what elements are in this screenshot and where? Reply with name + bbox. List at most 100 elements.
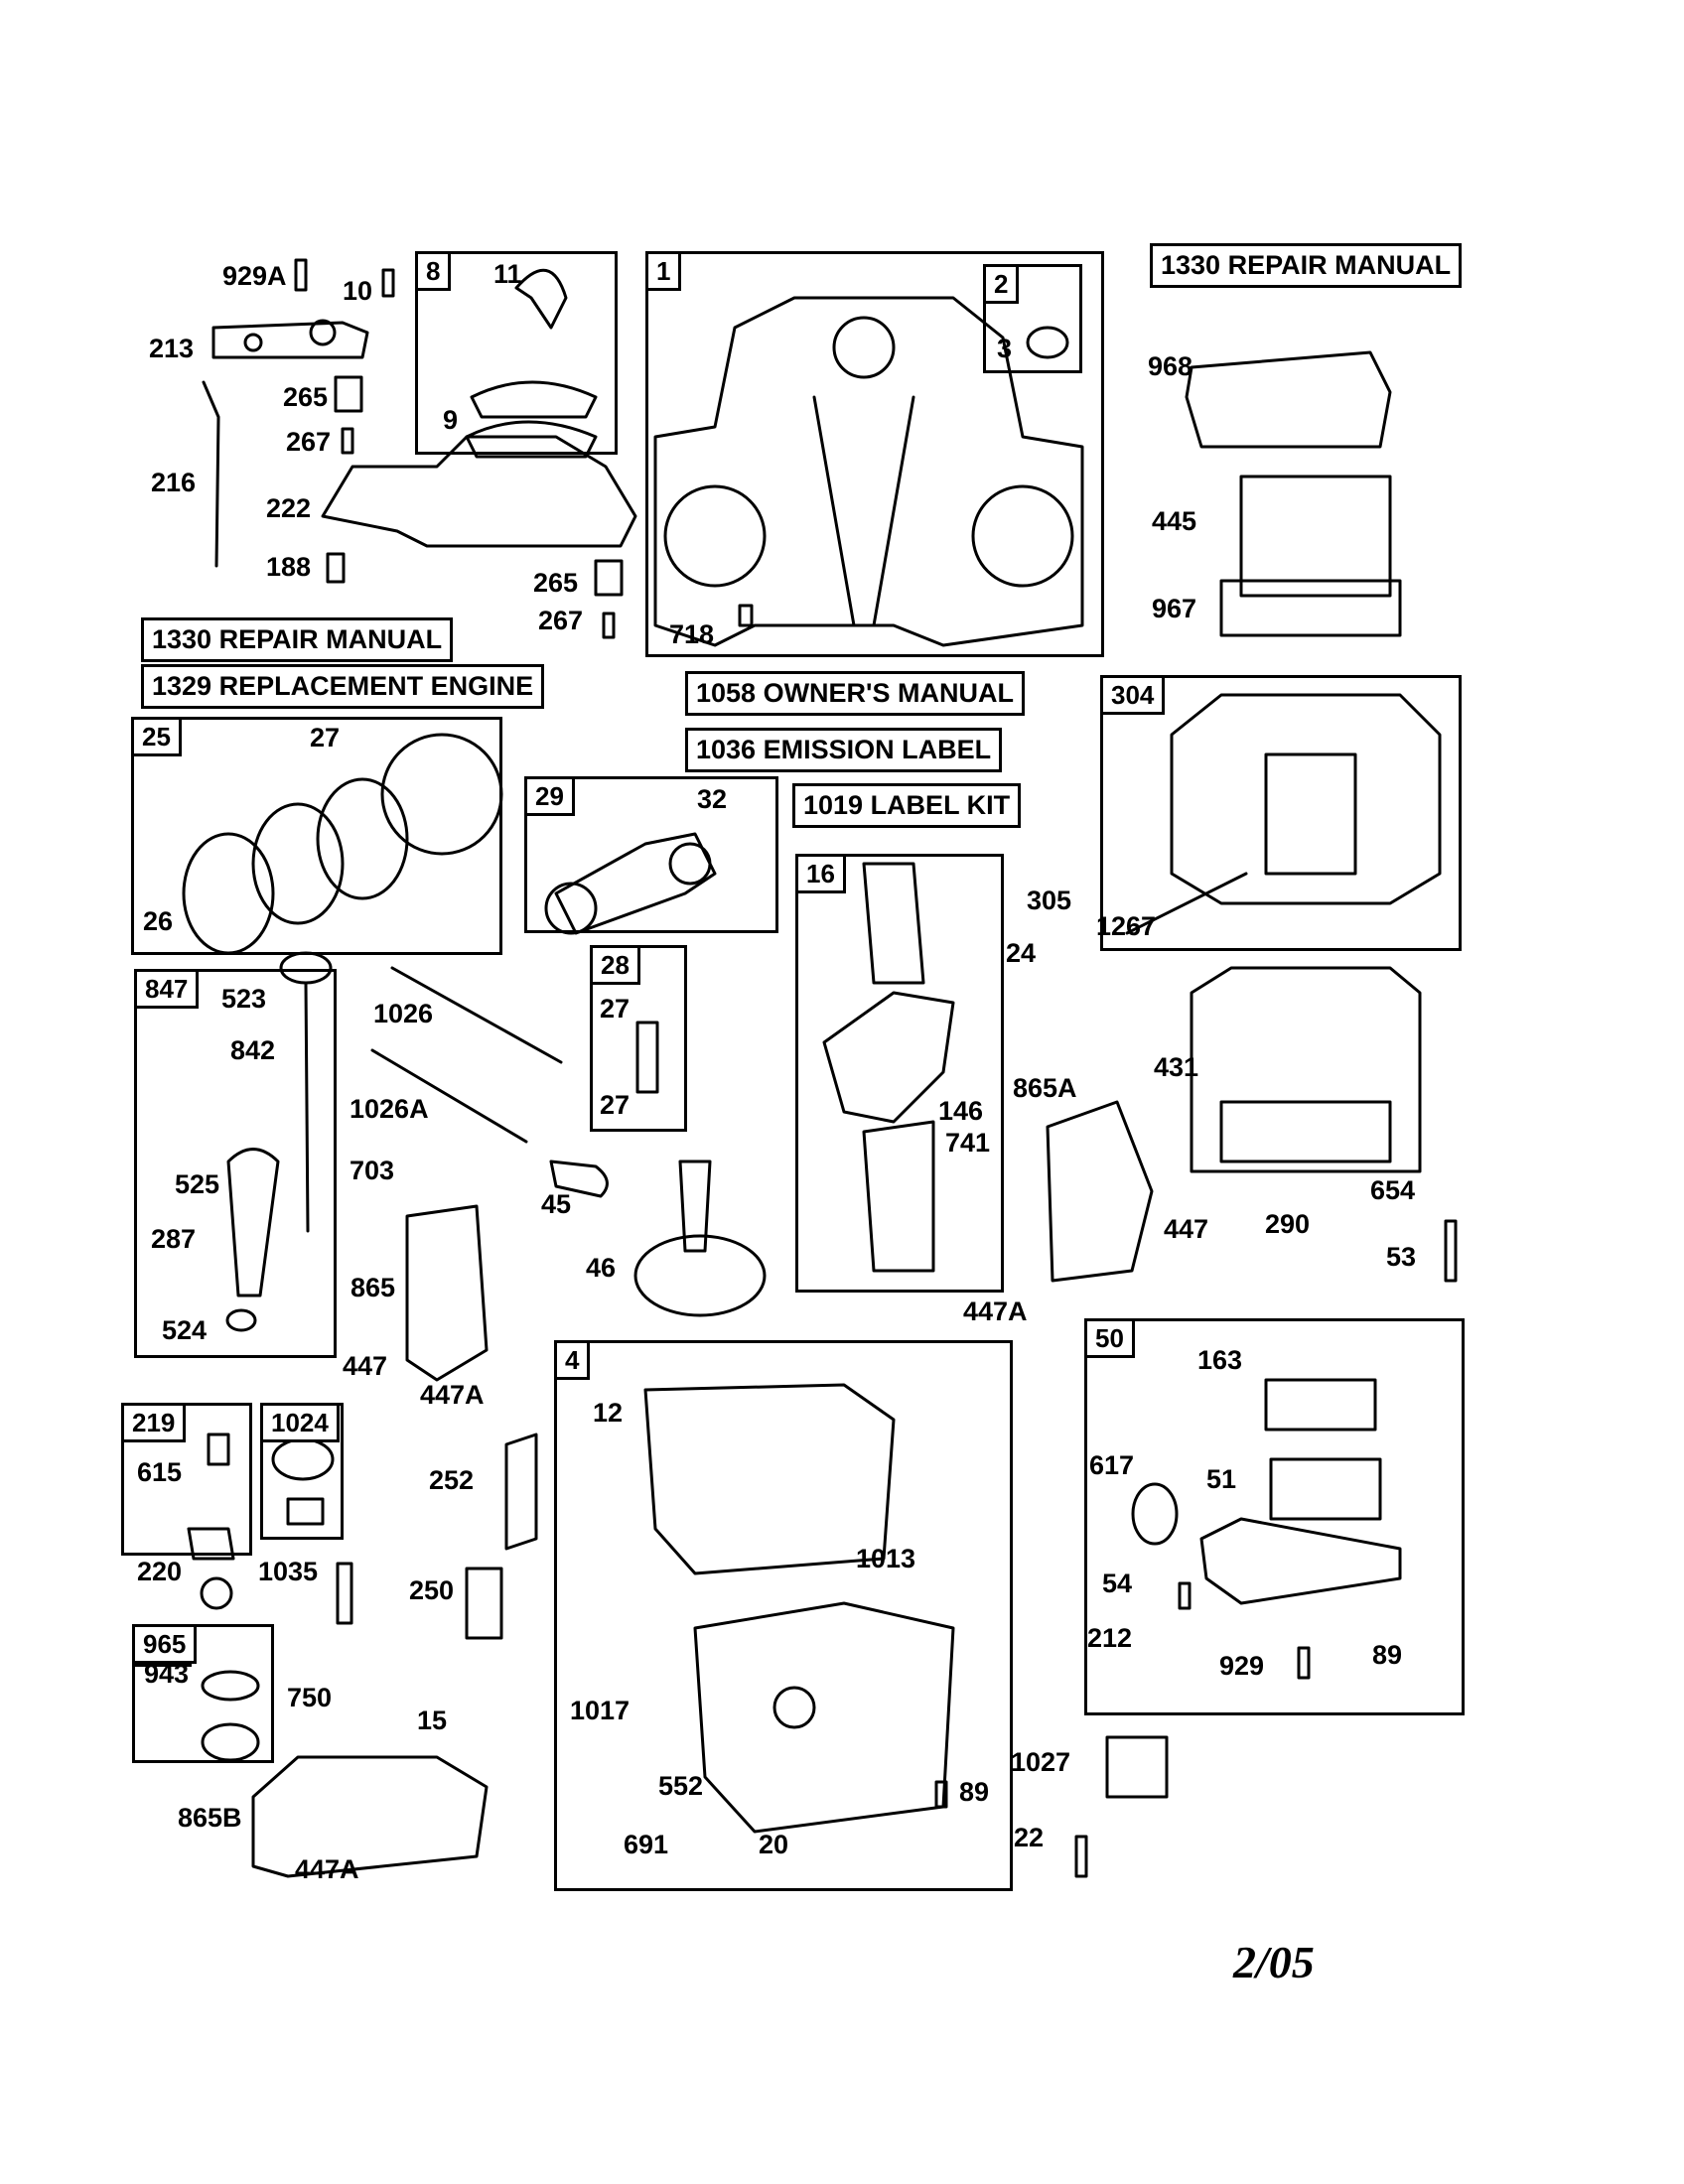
rod-216-drawing xyxy=(202,380,220,568)
group-tag-16: 16 xyxy=(798,857,846,893)
group-box-25: 25 xyxy=(131,717,502,955)
group-tag-1: 1 xyxy=(648,254,682,291)
part-label-212: 212 xyxy=(1087,1623,1133,1653)
group-box-29: 29 xyxy=(524,776,778,933)
blower-housing-drawing xyxy=(1125,693,1442,935)
part-label-9: 9 xyxy=(443,405,459,435)
part-label-22: 22 xyxy=(1014,1823,1045,1852)
part-label-220: 220 xyxy=(137,1557,183,1586)
screw-drawings-top xyxy=(294,258,395,298)
part-label-615: 615 xyxy=(137,1457,183,1487)
group-tag-304: 304 xyxy=(1103,678,1166,715)
part-label-3: 3 xyxy=(997,334,1013,363)
part-label-1017: 1017 xyxy=(570,1696,631,1725)
part-label-1026: 1026 xyxy=(373,999,434,1028)
dipstick-tube-drawing xyxy=(225,951,333,1332)
part-label-750: 750 xyxy=(287,1683,333,1712)
group-box-965-divider xyxy=(132,1664,192,1667)
part-label-691: 691 xyxy=(624,1830,669,1859)
part-label-929a: 929A xyxy=(222,261,287,291)
group-box-965: 965 xyxy=(132,1624,274,1763)
part-label-741: 741 xyxy=(945,1128,991,1158)
group-tag-28: 28 xyxy=(593,948,640,985)
baffle-drawings xyxy=(251,1100,1154,1878)
part-label-250: 250 xyxy=(409,1575,455,1605)
push-rods-drawing xyxy=(370,966,563,1144)
group-tag-965: 965 xyxy=(135,1627,198,1664)
connecting-rod-drawing xyxy=(544,832,717,935)
part-label-222: 222 xyxy=(266,493,312,523)
group-tag-2: 2 xyxy=(986,267,1020,304)
group-tag-847: 847 xyxy=(137,972,200,1009)
part-label-54: 54 xyxy=(1102,1569,1133,1598)
oil-pump-parts-drawing xyxy=(465,1433,538,1640)
part-label-290: 290 xyxy=(1265,1209,1311,1239)
revision-date: 2/05 xyxy=(1233,1937,1315,1987)
intake-manifold-drawing xyxy=(1131,1378,1402,1605)
group-tag-1024: 1024 xyxy=(263,1406,340,1442)
part-label-552: 552 xyxy=(658,1771,704,1801)
part-label-1035: 1035 xyxy=(258,1557,319,1586)
group-box-1024: 1024 xyxy=(260,1403,344,1540)
part-label-447a-b: 447A xyxy=(420,1380,485,1410)
group-box-8: 8 xyxy=(415,251,618,455)
part-label-445: 445 xyxy=(1152,506,1197,536)
group-box-50: 50 xyxy=(1084,1318,1465,1715)
group-box-847: 847 xyxy=(134,969,337,1358)
part-label-11: 11 xyxy=(493,259,522,289)
part-label-24: 24 xyxy=(1006,938,1037,968)
part-label-265-a: 265 xyxy=(283,382,329,412)
part-label-447-b: 447 xyxy=(343,1351,388,1381)
group-box-219: 219 xyxy=(121,1403,252,1556)
oil-filter-drawing xyxy=(1105,1735,1169,1799)
part-label-865a: 865A xyxy=(1013,1073,1077,1103)
emission-label-bar: 1036 EMISSION LABEL xyxy=(685,728,1003,772)
part-label-26: 26 xyxy=(143,906,174,936)
part-label-51: 51 xyxy=(1206,1464,1237,1494)
replacement-engine-bar: 1329 REPLACEMENT ENGINE xyxy=(141,664,545,709)
part-label-524: 524 xyxy=(162,1315,208,1345)
part-label-1026a: 1026A xyxy=(350,1094,429,1124)
part-label-213: 213 xyxy=(149,334,195,363)
group-tag-8: 8 xyxy=(418,254,452,291)
part-label-12: 12 xyxy=(593,1398,624,1428)
group-tag-50: 50 xyxy=(1087,1321,1135,1358)
part-label-267-b: 267 xyxy=(538,606,584,635)
group-tag-25: 25 xyxy=(134,720,182,756)
cylinder-block-drawing xyxy=(653,296,1084,647)
repair-manual-bar: 1330 REPAIR MANUAL xyxy=(141,617,454,662)
owners-manual-bar: 1058 OWNER'S MANUAL xyxy=(685,671,1025,716)
box-8-drawing xyxy=(465,268,598,459)
part-label-27-c: 27 xyxy=(600,1090,631,1120)
part-label-1013: 1013 xyxy=(856,1544,916,1573)
label-kit-bar: 1019 LABEL KIT xyxy=(792,783,1022,828)
part-label-163: 163 xyxy=(1197,1345,1243,1375)
part-label-1267: 1267 xyxy=(1096,911,1157,941)
governor-parts-drawing xyxy=(187,1433,353,1625)
group-box-4: 4 xyxy=(554,1340,1013,1891)
part-label-53: 53 xyxy=(1386,1242,1417,1272)
part-label-46: 46 xyxy=(586,1253,617,1283)
part-label-654: 654 xyxy=(1370,1175,1416,1205)
group-tag-219: 219 xyxy=(124,1406,187,1442)
part-label-252: 252 xyxy=(429,1465,475,1495)
part-label-447a-c: 447A xyxy=(295,1854,359,1884)
bracket-222-drawing xyxy=(321,435,637,548)
part-label-146: 146 xyxy=(938,1096,984,1126)
part-label-703: 703 xyxy=(350,1156,395,1185)
bracket-213-drawing xyxy=(211,319,369,359)
part-label-10: 10 xyxy=(343,276,373,306)
group-box-2: 2 xyxy=(983,264,1082,373)
part-label-265-b: 265 xyxy=(533,568,579,598)
camshaft-drawing xyxy=(633,1160,767,1317)
part-label-32: 32 xyxy=(697,784,728,814)
clip-265-drawing xyxy=(326,375,624,639)
part-label-89-b: 89 xyxy=(959,1777,990,1807)
part-label-188: 188 xyxy=(266,552,312,582)
part-label-617: 617 xyxy=(1089,1450,1135,1480)
part-label-523: 523 xyxy=(221,984,267,1014)
part-label-718: 718 xyxy=(669,619,715,649)
part-label-15: 15 xyxy=(417,1706,448,1735)
